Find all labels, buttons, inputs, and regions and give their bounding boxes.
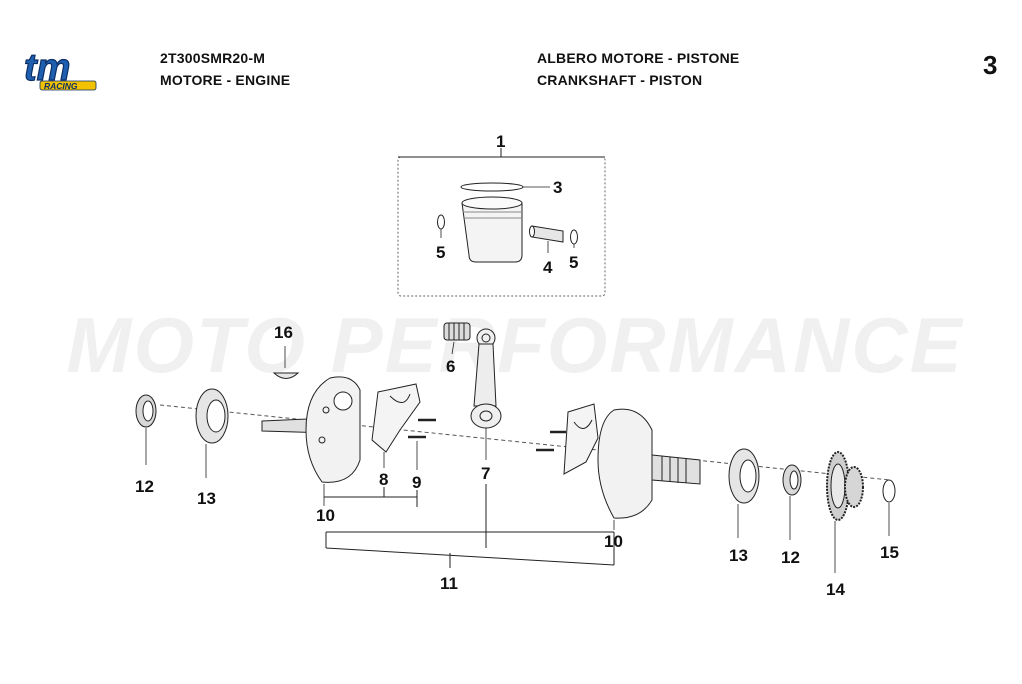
- callout-1: 1: [496, 132, 505, 151]
- callout-16: 16: [274, 323, 293, 342]
- callout-11: 11: [440, 574, 458, 593]
- model-code: 2T300SMR20-M: [160, 50, 266, 66]
- callout-4: 4: [543, 258, 553, 277]
- watermark: MOTO PERFORMANCE: [66, 301, 964, 389]
- tm-racing-logo: tm RACING: [23, 50, 97, 91]
- callout-9: 9: [412, 473, 421, 492]
- callout-5-left: 5: [436, 243, 445, 262]
- page-number: 3: [983, 50, 998, 80]
- callout-12-right: 12: [781, 548, 800, 567]
- callout-3: 3: [553, 178, 562, 197]
- callout-14: 14: [826, 580, 845, 599]
- callout-13-left: 13: [197, 489, 216, 508]
- logo-subtext: RACING: [44, 81, 78, 91]
- group-label: MOTORE - ENGINE: [160, 72, 291, 88]
- callout-10-right: 10: [604, 532, 623, 551]
- callout-12-left: 12: [135, 477, 154, 496]
- title-italian: ALBERO MOTORE - PISTONE: [537, 50, 740, 66]
- callout-13-right: 13: [729, 546, 748, 565]
- callout-15: 15: [880, 543, 899, 562]
- callout-5-right: 5: [569, 253, 578, 272]
- callout-10-left: 10: [316, 506, 335, 525]
- callout-6: 6: [446, 357, 455, 376]
- callout-7: 7: [481, 464, 490, 483]
- callout-8: 8: [379, 470, 388, 489]
- title-english: CRANKSHAFT - PISTON: [537, 72, 703, 88]
